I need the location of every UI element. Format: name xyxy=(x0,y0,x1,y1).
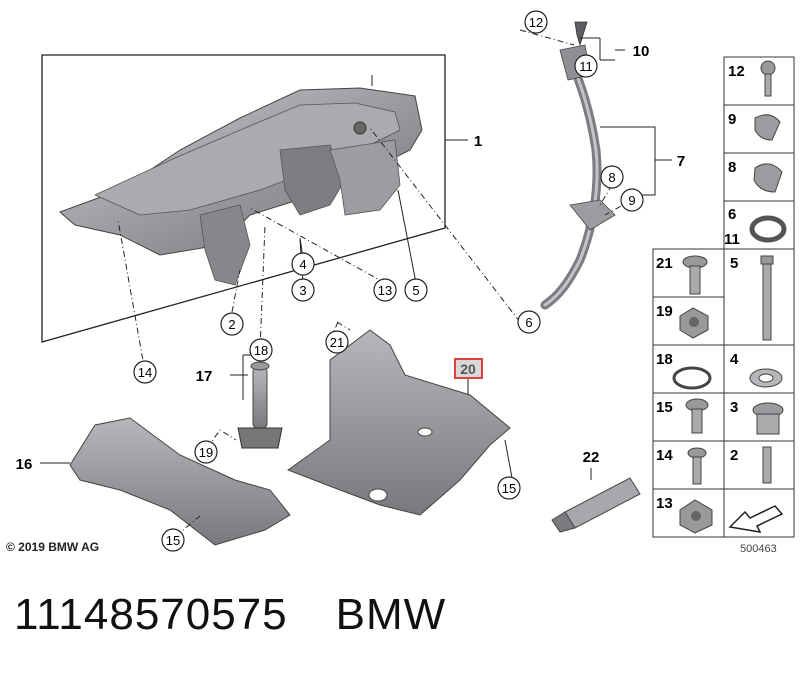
small-parts-table xyxy=(652,56,795,538)
callout-2[interactable]: 2 xyxy=(220,312,244,336)
callout-5[interactable]: 5 xyxy=(404,278,428,302)
nut-13-icon xyxy=(679,499,713,534)
svg-text:19: 19 xyxy=(199,445,213,460)
callout-20-highlighted[interactable]: 20 xyxy=(454,358,483,379)
callout-6[interactable]: 6 xyxy=(517,310,541,334)
svg-text:3: 3 xyxy=(299,283,306,298)
callout-16[interactable]: 16 xyxy=(16,456,33,473)
part-number: 11148570575 xyxy=(14,590,288,639)
table-labels: 12 9 8 6 11 21 5 19 18 4 15 3 14 2 13 xyxy=(656,63,745,512)
diagram-number: 500463 xyxy=(740,543,777,555)
callout-15-right[interactable]: 15 xyxy=(497,476,521,500)
table-label-21[interactable]: 21 xyxy=(656,255,673,272)
callout-9[interactable]: 9 xyxy=(620,188,644,212)
svg-text:8: 8 xyxy=(608,170,615,185)
table-label-3[interactable]: 3 xyxy=(730,399,738,416)
bolt-21-icon xyxy=(682,255,708,295)
bolt-15-icon xyxy=(685,398,709,434)
callout-4[interactable]: 4 xyxy=(291,252,315,276)
callout-7[interactable]: 7 xyxy=(677,153,685,170)
table-label-2[interactable]: 2 xyxy=(730,447,738,464)
table-label-19[interactable]: 19 xyxy=(656,303,673,320)
svg-text:21: 21 xyxy=(330,335,344,350)
table-part-icons xyxy=(672,60,787,534)
washer-4-icon xyxy=(749,368,783,388)
stud-2-icon xyxy=(762,446,772,484)
table-label-8[interactable]: 8 xyxy=(728,159,736,176)
callout-14[interactable]: 14 xyxy=(133,360,157,384)
part-caption: 11148570575 BMW xyxy=(14,590,446,640)
bolt-14-icon xyxy=(687,447,707,485)
table-label-13[interactable]: 13 xyxy=(656,495,673,512)
callout-11[interactable]: 11 xyxy=(574,54,598,78)
callout-12[interactable]: 12 xyxy=(524,10,548,34)
svg-text:15: 15 xyxy=(502,481,516,496)
copyright-notice: © 2019 BMW AG xyxy=(6,540,100,554)
svg-text:18: 18 xyxy=(254,343,268,358)
table-label-9[interactable]: 9 xyxy=(728,111,736,128)
svg-text:13: 13 xyxy=(378,283,392,298)
gasket-ring-6-icon xyxy=(749,215,787,243)
left-underbody-guard-illustration[interactable] xyxy=(69,417,291,546)
svg-text:5: 5 xyxy=(412,283,419,298)
callout-19[interactable]: 19 xyxy=(194,440,218,464)
plug-3-icon xyxy=(752,402,784,435)
svg-text:20: 20 xyxy=(460,361,476,377)
table-label-6[interactable]: 6 xyxy=(728,206,736,223)
bolt-5-icon xyxy=(760,255,774,341)
oil-level-sensor-illustration[interactable] xyxy=(237,361,283,449)
table-label-15[interactable]: 15 xyxy=(656,399,673,416)
callout-15-left[interactable]: 15 xyxy=(161,528,185,552)
clip-9-icon xyxy=(754,114,781,141)
table-label-11[interactable]: 11 xyxy=(724,231,740,248)
svg-text:2: 2 xyxy=(228,317,235,332)
callout-21[interactable]: 21 xyxy=(325,330,349,354)
svg-text:11: 11 xyxy=(579,59,593,74)
svg-text:4: 4 xyxy=(299,257,306,272)
callout-17[interactable]: 17 xyxy=(196,368,213,385)
callout-22[interactable]: 22 xyxy=(583,449,600,466)
table-label-18[interactable]: 18 xyxy=(656,351,673,368)
table-label-12[interactable]: 12 xyxy=(728,63,745,80)
svg-text:6: 6 xyxy=(525,315,532,330)
svg-text:14: 14 xyxy=(138,365,152,380)
arrow-sign-icon xyxy=(728,505,784,533)
table-label-5[interactable]: 5 xyxy=(730,255,738,272)
callout-8[interactable]: 8 xyxy=(600,165,624,189)
brand-name: BMW xyxy=(335,590,447,639)
svg-text:15: 15 xyxy=(166,533,180,548)
oil-pan-group-frame xyxy=(41,54,446,343)
callout-3[interactable]: 3 xyxy=(291,278,315,302)
table-label-14[interactable]: 14 xyxy=(656,447,673,464)
sealant-tube-illustration[interactable] xyxy=(551,477,641,533)
callout-13[interactable]: 13 xyxy=(373,278,397,302)
nut-19-icon xyxy=(679,307,709,339)
callout-10[interactable]: 10 xyxy=(633,43,650,60)
callout-18[interactable]: 18 xyxy=(249,338,273,362)
table-label-4[interactable]: 4 xyxy=(730,351,739,368)
seal-ring-18-icon xyxy=(672,366,712,390)
oil-pan-illustration[interactable] xyxy=(59,87,423,286)
callout-1[interactable]: 1 xyxy=(474,133,482,150)
engine-compartment-screening-illustration[interactable] xyxy=(286,329,511,516)
callout-labels: 1 2 3 4 5 6 7 8 9 10 xyxy=(16,10,685,552)
clip-8-icon xyxy=(753,163,783,193)
screw-12-icon xyxy=(760,60,776,97)
svg-text:12: 12 xyxy=(529,15,543,30)
svg-text:9: 9 xyxy=(628,193,635,208)
